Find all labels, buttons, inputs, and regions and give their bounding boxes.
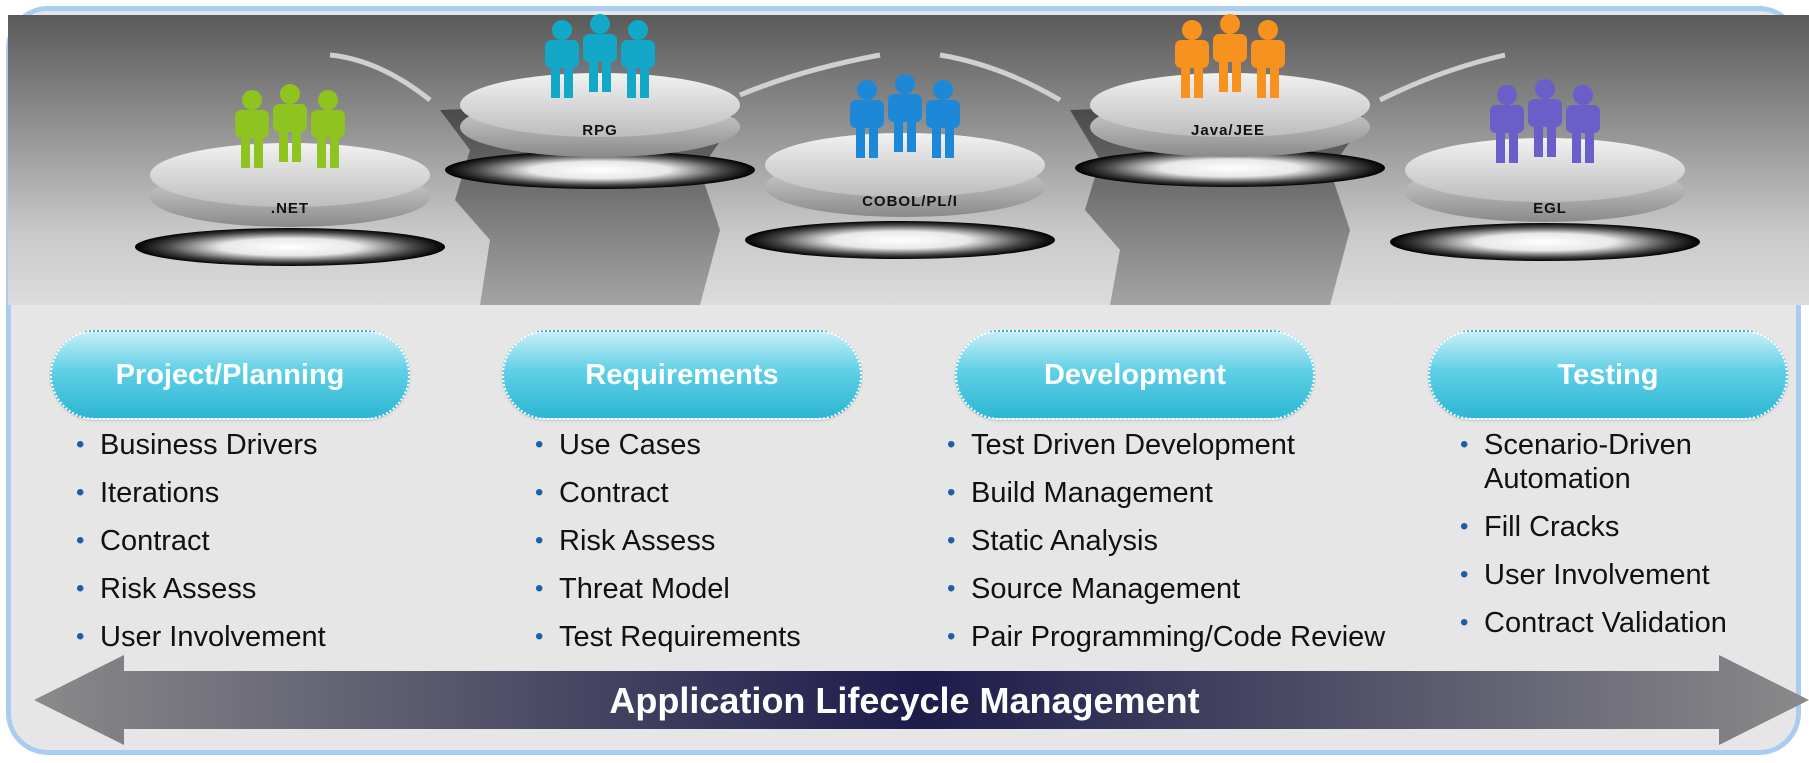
list-item: Contract Validation <box>1460 606 1760 640</box>
list-item: Business Drivers <box>76 428 326 462</box>
people-icon <box>545 14 655 98</box>
people-icon <box>235 84 345 168</box>
shadow-hole <box>445 151 755 189</box>
platform-disc <box>1405 138 1685 202</box>
list-item: Build Management <box>947 476 1385 510</box>
list-item: Threat Model <box>535 572 801 606</box>
platform-label: COBOL/PL/I <box>862 193 958 210</box>
people-icon <box>1490 79 1600 163</box>
list-item: Pair Programming/Code Review <box>947 620 1385 654</box>
shadow-hole <box>1075 149 1385 187</box>
list-item: Use Cases <box>535 428 801 462</box>
platform-1 <box>445 14 755 189</box>
shadow-hole <box>1390 223 1700 261</box>
shadow-hole <box>135 228 445 266</box>
list-item: Test Requirements <box>535 620 801 654</box>
phase-header: Project/Planning <box>50 330 410 420</box>
list-item: Iterations <box>76 476 326 510</box>
list-item: Risk Assess <box>76 572 326 606</box>
platform-disc <box>1090 73 1370 137</box>
list-item: Test Driven Development <box>947 428 1385 462</box>
list-item: Risk Assess <box>535 524 801 558</box>
platform-label: EGL <box>1533 200 1567 217</box>
phase-header: Requirements <box>502 330 862 420</box>
alm-label: Application Lifecycle Management <box>609 680 1200 721</box>
platform-disc <box>460 73 740 137</box>
list-item: Static Analysis <box>947 524 1385 558</box>
people-icon <box>1175 14 1285 98</box>
platform-disc <box>150 143 430 207</box>
list-item: Source Management <box>947 572 1385 606</box>
shadow-hole <box>745 221 1055 259</box>
platform-0 <box>135 84 445 266</box>
platform-2 <box>745 74 1055 259</box>
alm-arrow <box>34 655 1809 745</box>
platform-4 <box>1390 79 1700 261</box>
list-item: Contract <box>76 524 326 558</box>
platform-label: RPG <box>582 122 618 139</box>
phase-bullet-list: Test Driven DevelopmentBuild ManagementS… <box>947 428 1385 668</box>
list-item: User Involvement <box>1460 558 1760 592</box>
list-item: Fill Cracks <box>1460 510 1760 544</box>
phase-header: Testing <box>1428 330 1788 420</box>
phase-bullet-list: Scenario-Driven AutomationFill CracksUse… <box>1460 428 1760 654</box>
phase-header: Development <box>955 330 1315 420</box>
platform-label: .NET <box>270 200 310 217</box>
list-item: Scenario-Driven Automation <box>1460 428 1760 496</box>
people-icon <box>850 74 960 158</box>
platform-disc <box>765 133 1045 197</box>
platform-art <box>135 14 1700 305</box>
phase-bullet-list: Use CasesContractRisk AssessThreat Model… <box>535 428 801 668</box>
list-item: Contract <box>535 476 801 510</box>
platform-3 <box>1075 14 1385 187</box>
platform-label: Java/JEE <box>1191 122 1265 139</box>
list-item: User Involvement <box>76 620 326 654</box>
phase-bullet-list: Business DriversIterationsContractRisk A… <box>76 428 326 668</box>
